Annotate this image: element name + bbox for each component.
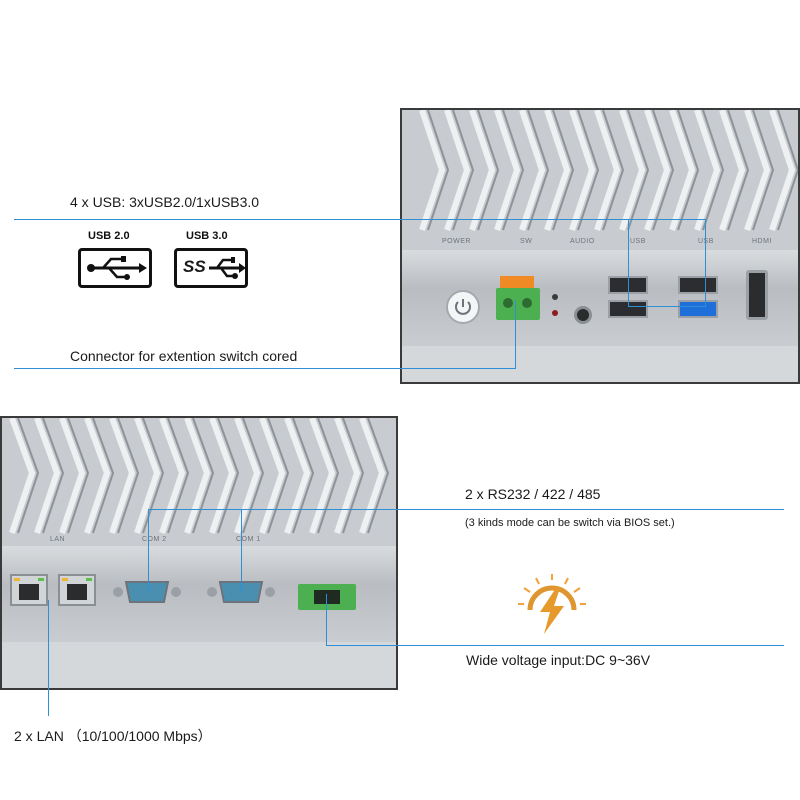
usb-callout-drop-left <box>628 219 629 307</box>
hdmi-port <box>746 270 768 320</box>
usb-port-4-usb3 <box>678 300 718 318</box>
base-strip <box>2 642 396 688</box>
serial-callout-drop-left <box>148 509 149 593</box>
usb-trident-icon <box>87 256 147 280</box>
panel-label-audio: AUDIO <box>570 238 595 245</box>
panel-label-com2: COM 2 <box>142 536 167 543</box>
usb-callout-line <box>14 219 706 220</box>
serial-callout-note: (3 kinds mode can be switch via BIOS set… <box>465 517 675 529</box>
usb-callout-text: 4 x USB: 3xUSB2.0/1xUSB3.0 <box>70 194 260 210</box>
usb2-caption: USB 2.0 <box>88 230 130 242</box>
switch-terminal <box>496 276 542 320</box>
lan-callout-drop <box>48 600 49 716</box>
usb-callout-bracket <box>628 306 706 307</box>
panel-label-com1: COM 1 <box>236 536 261 543</box>
power-button <box>446 290 480 324</box>
panel-label-hdmi: HDMI <box>752 238 772 245</box>
com2-port <box>113 581 181 603</box>
usb2-logo <box>78 248 152 288</box>
power-callout-drop <box>326 594 327 646</box>
panel-label-usb-1: USB <box>630 238 646 245</box>
status-led-1 <box>552 294 558 300</box>
serial-callout-drop-right <box>241 509 242 593</box>
dc-power-terminal <box>298 584 356 610</box>
base-strip <box>402 346 798 382</box>
power-symbol-icon <box>455 299 471 315</box>
power-callout-text: Wide voltage input:DC 9~36V <box>466 652 651 668</box>
bottom-product-photo: LAN COM 2 COM 1 <box>0 416 398 690</box>
panel-label-sw: SW <box>520 238 533 245</box>
switch-callout-drop <box>515 300 516 369</box>
panel-label-power: POWER <box>442 238 471 245</box>
switch-callout-line <box>14 368 516 369</box>
power-callout-line <box>326 645 784 646</box>
top-product-photo: POWER SW AUDIO USB USB HDMI <box>400 108 800 384</box>
lan-callout-text: 2 x LAN （10/100/1000 Mbps） <box>14 728 212 744</box>
status-led-2 <box>552 310 558 316</box>
audio-jack <box>574 306 592 324</box>
switch-callout-text: Connector for extention switch cored <box>70 348 298 364</box>
lan-port-2 <box>58 574 96 606</box>
usb-callout-drop-right <box>705 219 706 307</box>
lan-port-1 <box>10 574 48 606</box>
lightning-bolt-icon <box>518 574 586 634</box>
heatsink-fins <box>2 418 396 548</box>
usb-trident-icon <box>209 257 246 279</box>
usb3-logo: SS <box>174 248 248 288</box>
serial-callout-line <box>148 509 784 510</box>
superspeed-text: SS <box>183 257 206 276</box>
panel-label-lan: LAN <box>50 536 66 543</box>
usb3-caption: USB 3.0 <box>186 230 228 242</box>
serial-callout-text: 2 x RS232 / 422 / 485 <box>465 486 601 502</box>
usb-port-3 <box>678 276 718 294</box>
heatsink-fins <box>402 110 798 250</box>
